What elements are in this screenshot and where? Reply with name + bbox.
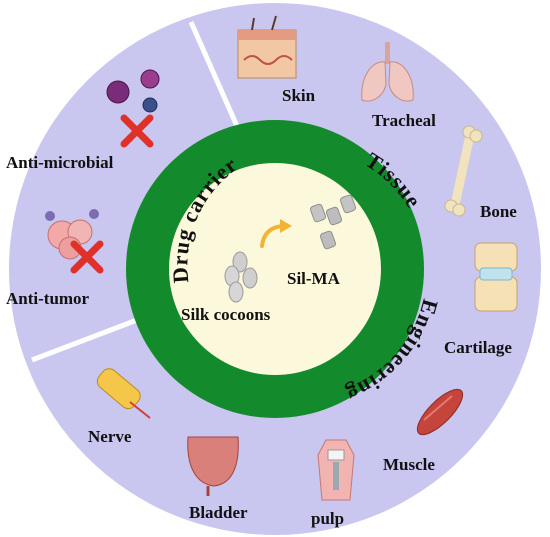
label-silk-cocoons: Silk cocoons <box>181 305 271 324</box>
bone-icon <box>444 125 483 217</box>
sil-ma-icon <box>309 194 357 250</box>
tooth-implant-icon <box>317 439 355 501</box>
muscle-icon <box>416 388 464 436</box>
label-anti-tumor: Anti-tumor <box>6 289 90 308</box>
label-tracheal: Tracheal <box>372 111 436 130</box>
bladder-icon <box>187 436 239 496</box>
skin-icon <box>237 15 297 79</box>
label-cartilage: Cartilage <box>444 338 512 357</box>
silk-cocoons-icon <box>224 251 258 303</box>
label-pulp: pulp <box>311 509 344 528</box>
label-bladder: Bladder <box>189 503 248 522</box>
label-skin: Skin <box>282 86 316 105</box>
tumor-cross-icon <box>70 240 104 274</box>
nerve-icon <box>96 368 151 419</box>
microbe-cross-icon <box>120 114 154 148</box>
label-nerve: Nerve <box>88 427 132 446</box>
label-anti-microbial: Anti-microbial <box>6 153 114 172</box>
label-muscle: Muscle <box>383 455 435 474</box>
tumor-cells-icon <box>45 209 99 260</box>
microbe-icon <box>106 69 160 113</box>
label-sil-ma: Sil-MA <box>287 269 341 288</box>
lungs-icon <box>361 42 414 102</box>
transform-arrow-icon <box>260 219 292 248</box>
label-bone: Bone <box>480 202 517 221</box>
cartilage-icon <box>474 242 518 312</box>
